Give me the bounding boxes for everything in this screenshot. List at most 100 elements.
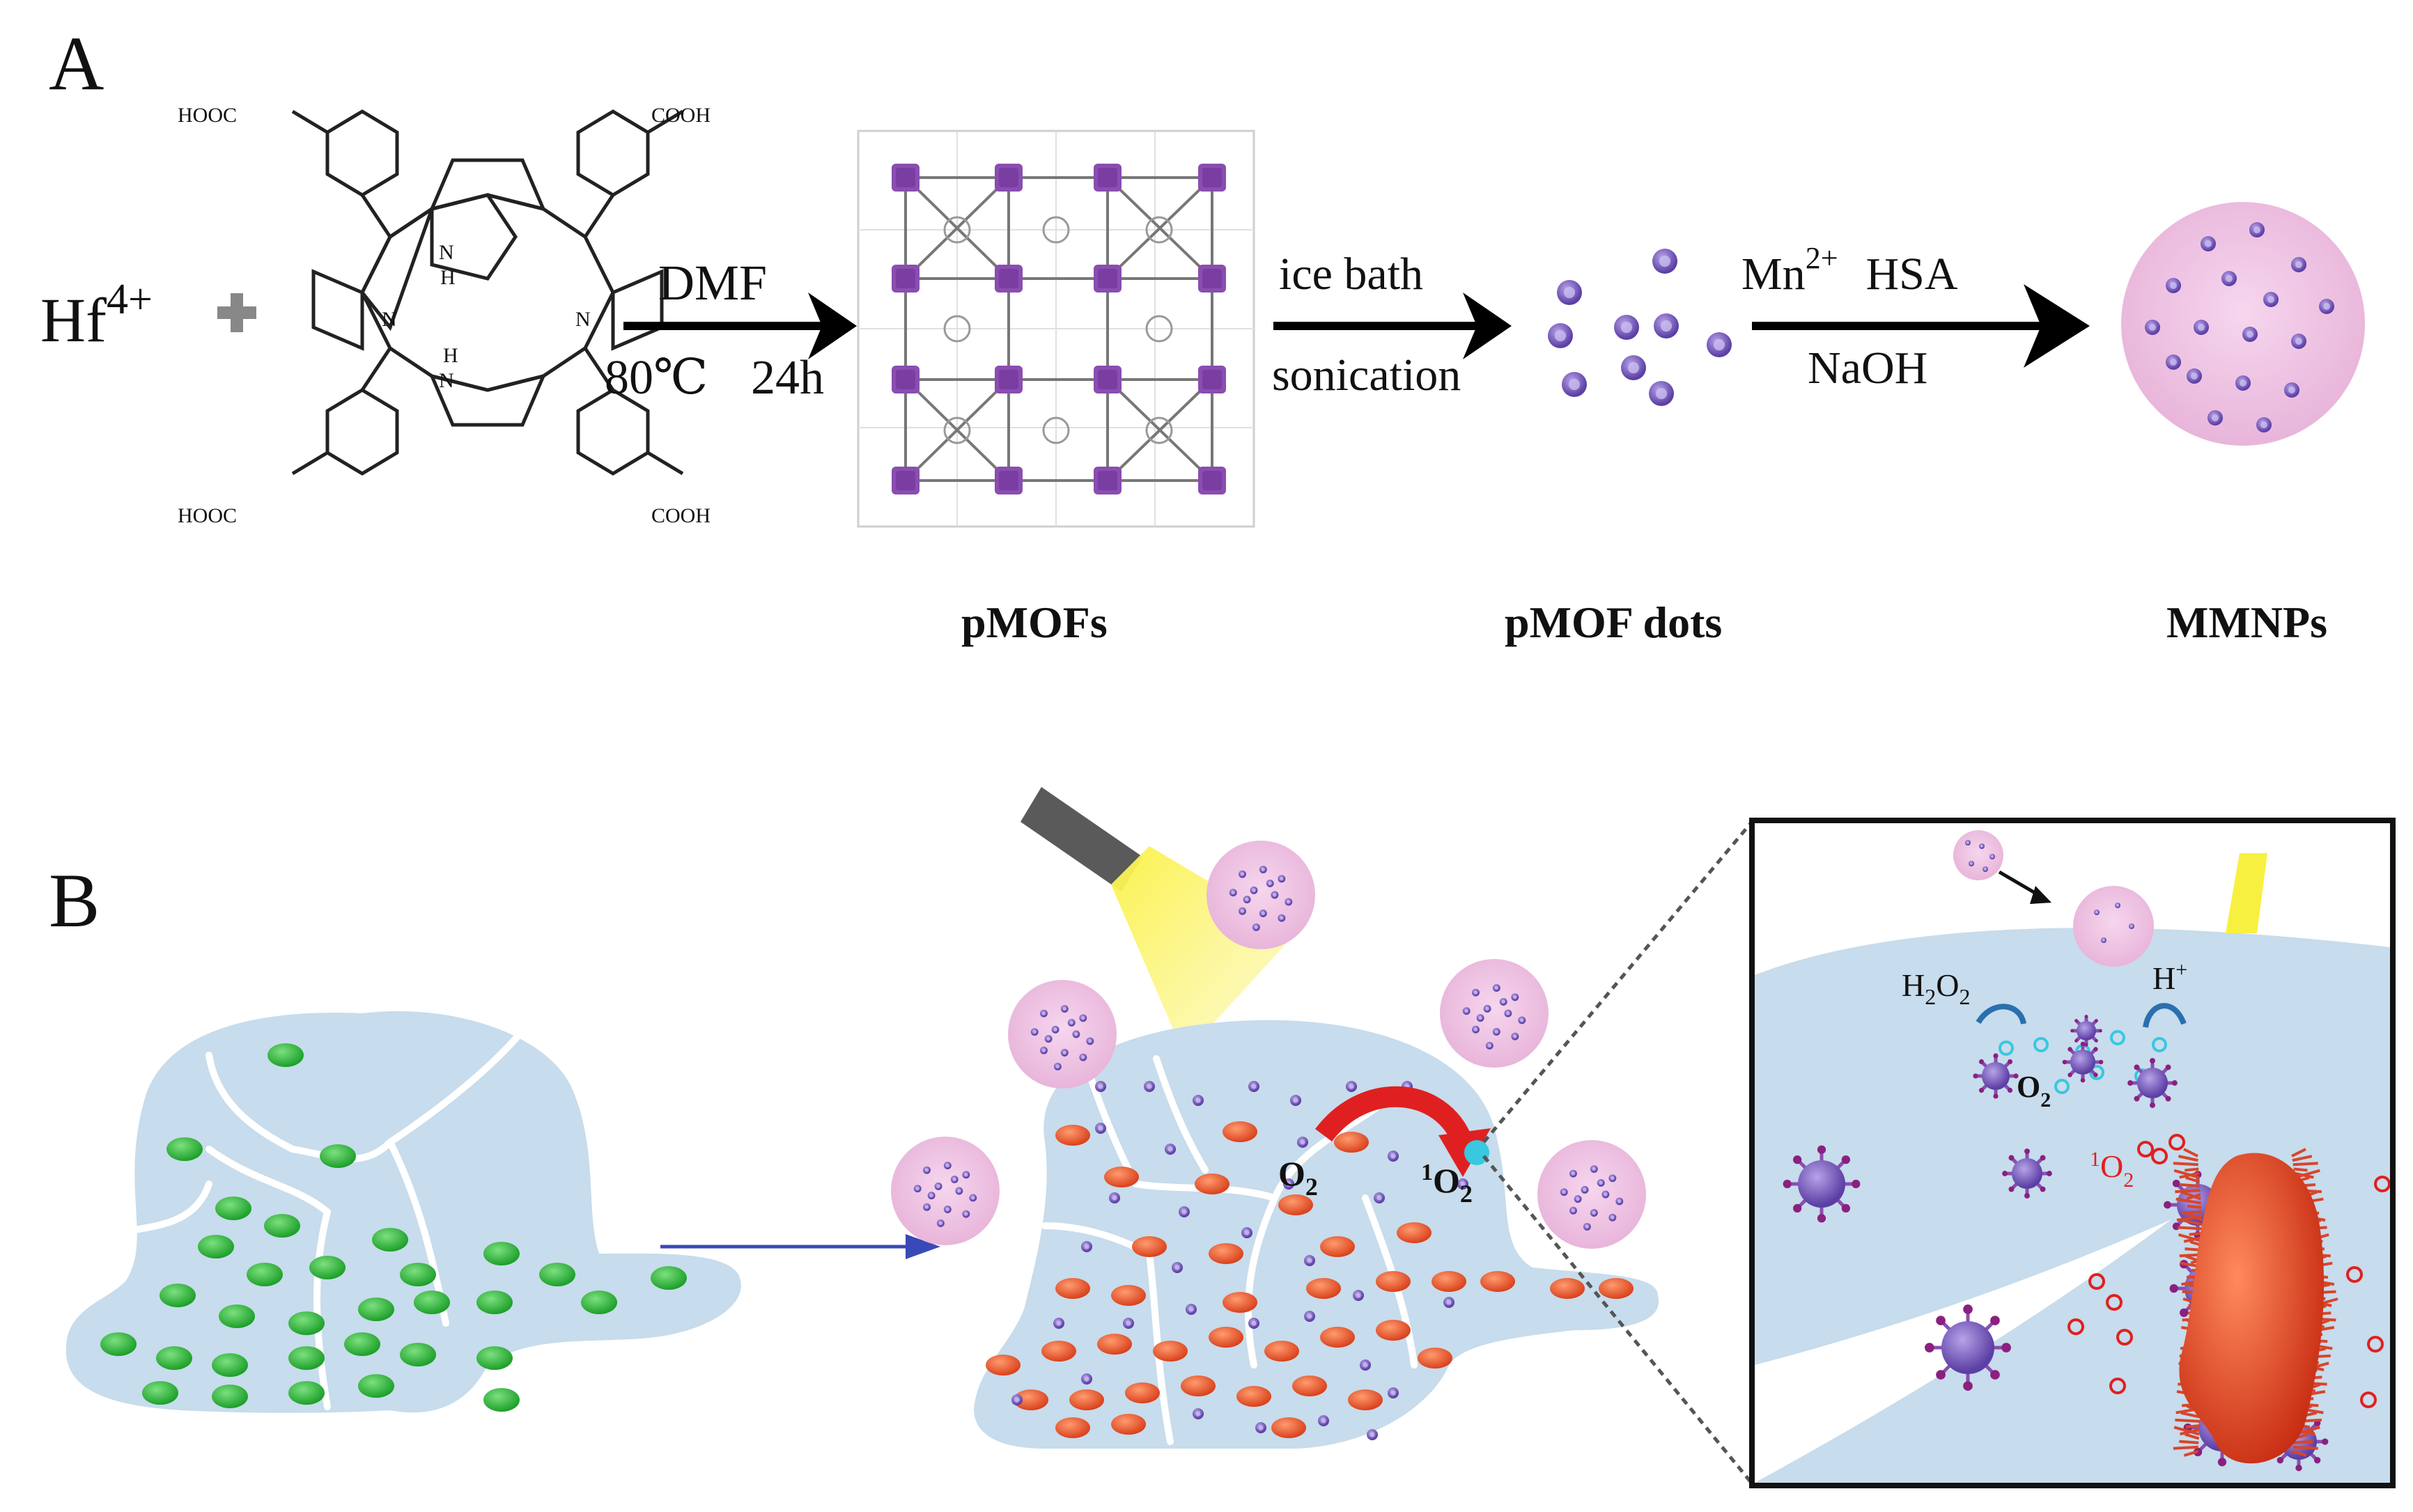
nanodot-core	[938, 1221, 942, 1225]
nanodot-core	[1321, 1418, 1326, 1424]
nanodot-core	[1446, 1300, 1452, 1305]
nanodot-core	[1055, 1064, 1060, 1068]
step3-ion-charge: 2+	[1806, 241, 1838, 275]
red-bacterium	[1111, 1285, 1146, 1306]
free-nanodot	[1346, 1081, 1357, 1092]
green-bacterium	[166, 1137, 203, 1161]
nanodot-core	[929, 1194, 933, 1198]
nanodot-core	[971, 1196, 975, 1200]
star-nanoparticle	[1973, 1053, 2019, 1099]
singlet-oxygen-label: 1O2	[1421, 1160, 1473, 1208]
free-nanodot	[1172, 1262, 1183, 1273]
spike-tip	[2080, 1077, 2086, 1083]
star-core	[2012, 1158, 2042, 1189]
mof-metal-node	[995, 265, 1023, 293]
mof-linker-ring	[943, 315, 971, 343]
red-bacterium	[1320, 1236, 1355, 1257]
red-bacterium	[1181, 1375, 1216, 1396]
star-nanoparticle	[2127, 1058, 2178, 1108]
red-bacterium	[1055, 1417, 1090, 1438]
nanodot-core	[2095, 911, 2098, 914]
green-bacterium	[160, 1284, 196, 1307]
nanodot-core	[2191, 373, 2198, 380]
nanodot-core	[2198, 324, 2205, 331]
nanodot-core	[1660, 320, 1673, 332]
mof-metal-node	[995, 366, 1023, 393]
nanodot-core	[1611, 1176, 1615, 1180]
red-bacterium	[1334, 1132, 1369, 1153]
mof-metal-node	[1198, 265, 1226, 293]
spike-tip	[2150, 1058, 2155, 1064]
nanodot-core	[2170, 359, 2177, 366]
green-bacterium	[651, 1266, 687, 1290]
oxygen-sub: 2	[1305, 1173, 1318, 1201]
free-nanodot	[1095, 1123, 1106, 1134]
mof-metal-node	[995, 164, 1023, 192]
mmnp-inner-dot	[2201, 236, 2216, 251]
inset-h2o2-b-sub: 2	[1959, 984, 1970, 1009]
mmnp-inner-dot	[950, 1175, 959, 1183]
inset-proton-sup: +	[2175, 958, 2187, 981]
mmnp-inner-dot	[962, 1210, 970, 1218]
product-label-mmnps: MMNPs	[2166, 598, 2327, 647]
nanodot-core	[1513, 1034, 1517, 1038]
mmnp-inner-dot	[1492, 984, 1500, 992]
mof-linker-ring	[1145, 416, 1173, 444]
nanodot-core	[925, 1168, 929, 1172]
spike-tip	[2169, 1284, 2178, 1293]
bacterium-spike	[2185, 1167, 2199, 1172]
mmnp-inner-dot	[913, 1185, 922, 1193]
nanodot-core	[1042, 1048, 1046, 1052]
mof-linker-ring	[943, 216, 971, 244]
mmnp-inner-dot	[923, 1166, 931, 1174]
mof-metal-node	[892, 366, 920, 393]
mmnp-inner-dot	[2249, 222, 2265, 237]
mmnp-inner-dot	[1583, 1222, 1591, 1231]
nanodot-core	[1098, 1084, 1103, 1089]
oxygen-label: O2	[1278, 1154, 1318, 1201]
mmnp-inner-dot	[1040, 1046, 1048, 1054]
red-bacterium	[1223, 1121, 1257, 1142]
mmnp-inner-dot	[1511, 1032, 1519, 1041]
mmnp-inner-dot	[1608, 1213, 1617, 1222]
red-bacterium	[1431, 1271, 1466, 1292]
step1-time: 24h	[751, 351, 824, 405]
nanodot-core	[1245, 898, 1249, 902]
nanodot-core	[1474, 990, 1477, 995]
step3-conditions-above: Mn2+HSA	[1741, 241, 1958, 299]
green-bacterium	[358, 1374, 394, 1398]
mmnp-inner-dot	[934, 1182, 942, 1190]
nanodot-core	[1562, 1190, 1566, 1194]
spike-tip	[2008, 1186, 2015, 1192]
mmnp-inner-dot	[1511, 993, 1519, 1001]
nanodot-core	[1081, 1016, 1085, 1020]
red-bacterium	[1153, 1341, 1188, 1362]
spike-tip	[1817, 1214, 1826, 1223]
free-nanodot	[1081, 1373, 1092, 1385]
mmnp-inner-dot	[2235, 375, 2251, 391]
mmnp-inner-dot	[1278, 875, 1286, 883]
atom-n-right: N	[575, 308, 591, 331]
nanodot-core	[957, 1189, 961, 1193]
nanodot-core	[1506, 1011, 1510, 1015]
nanodot-core	[1583, 1187, 1587, 1192]
inset-h2o2-b: O	[1936, 967, 1959, 1003]
spike-tip	[2002, 1171, 2008, 1176]
pmof-dot	[1557, 280, 1582, 305]
group-cooh-bottom: COOH	[651, 504, 711, 527]
mmnp-inner-dot	[1239, 870, 1246, 878]
nanodot-core	[1081, 1055, 1085, 1059]
singlet-oxygen-ring	[2106, 1294, 2123, 1311]
green-bacterium	[212, 1385, 248, 1408]
red-bacterium	[1599, 1278, 1634, 1299]
spike-tip	[2164, 1201, 2171, 1209]
inset-h2o2-label: H2O2	[1902, 967, 1970, 1009]
nanodot-core	[1513, 995, 1517, 999]
mmnp-inner-dot	[1574, 1195, 1582, 1203]
nanodot-core	[1592, 1211, 1596, 1215]
red-bacterium	[1097, 1334, 1132, 1355]
mmnp-inner-dot	[1259, 866, 1267, 873]
pmof-dot	[1654, 313, 1679, 338]
spike-tip	[2084, 1043, 2088, 1047]
nanodot-core	[2130, 925, 2133, 928]
